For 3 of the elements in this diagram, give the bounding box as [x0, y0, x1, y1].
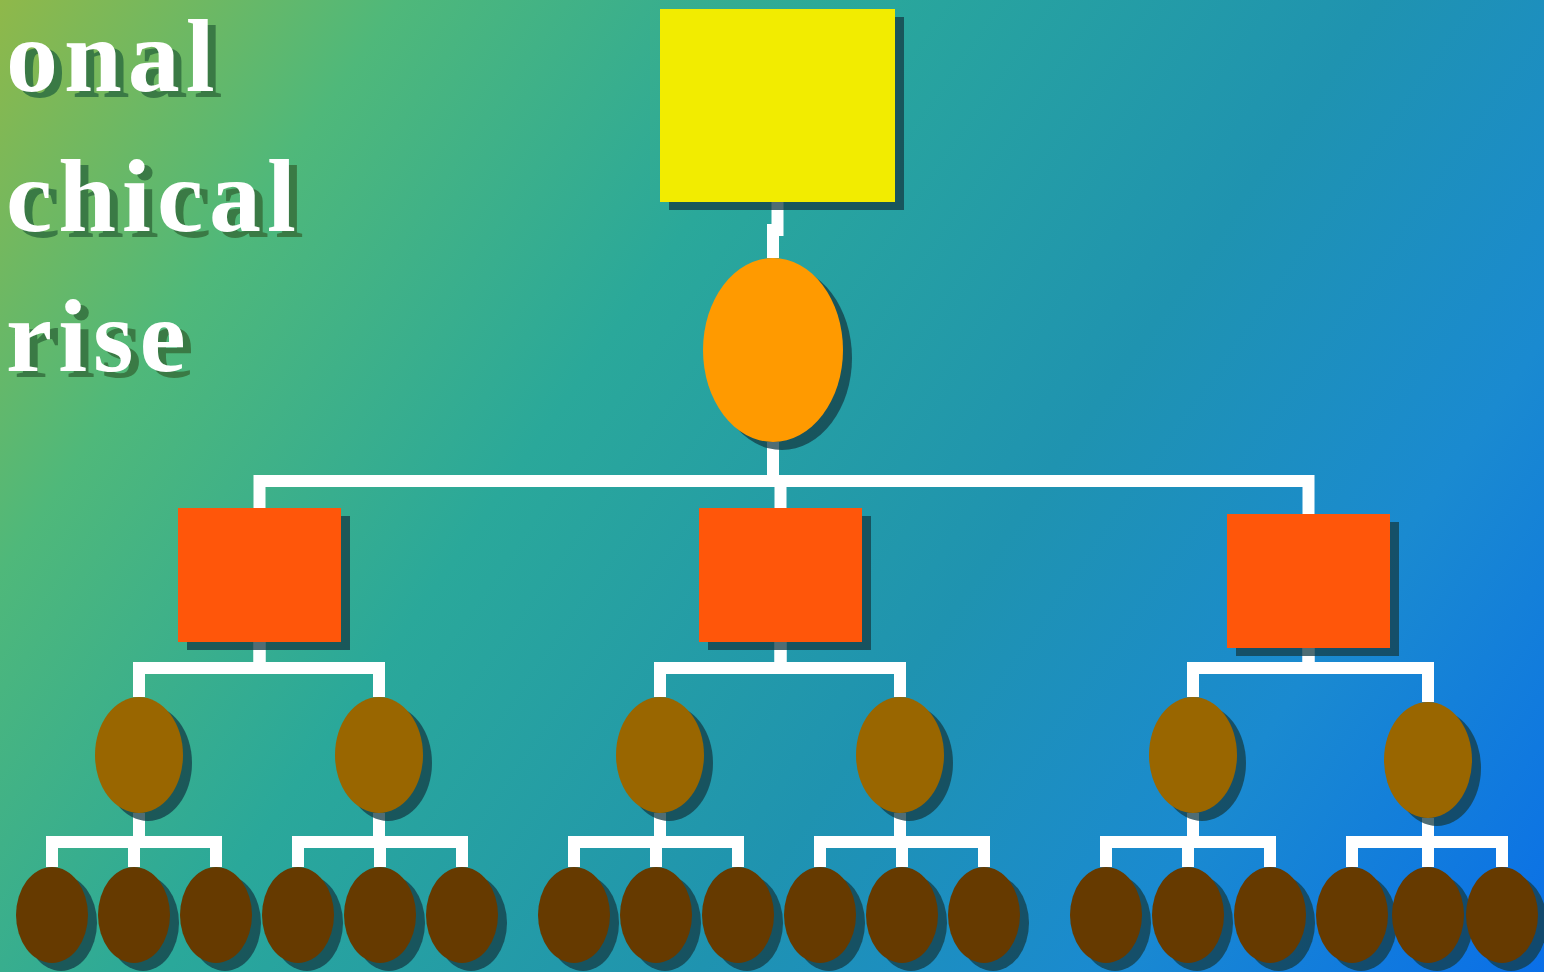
title-text: chical [6, 144, 302, 248]
title-text: onal [6, 4, 221, 108]
title-text: rise [6, 284, 192, 388]
